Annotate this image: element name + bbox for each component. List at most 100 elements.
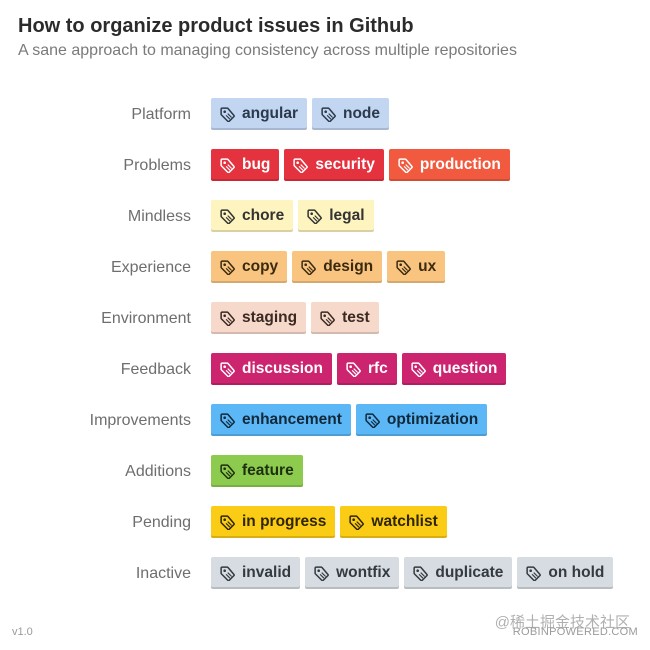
group-row-experience: Experience copy design ux <box>0 251 650 302</box>
group-row-environment: Environment staging test <box>0 302 650 353</box>
label-chore[interactable]: chore <box>211 200 294 232</box>
group-row-pending: Pending in progress watchlist <box>0 506 650 557</box>
tag-icon <box>220 157 235 173</box>
page-title: How to organize product issues in Github <box>18 15 414 37</box>
tag-icon <box>307 208 323 224</box>
label-text: angular <box>242 105 298 122</box>
tag-icon <box>301 259 317 275</box>
label-text: duplicate <box>435 564 504 581</box>
label-duplicate[interactable]: duplicate <box>404 557 513 589</box>
label-bug[interactable]: bug <box>211 149 280 181</box>
group-row-mindless: Mindless chore legal <box>0 200 650 251</box>
label-optimization[interactable]: optimization <box>355 404 488 436</box>
tag-icon <box>220 310 235 326</box>
label-text: wontfix <box>336 564 391 581</box>
group-row-platform: Platform angular node <box>0 98 650 149</box>
group-name: Improvements <box>89 412 191 429</box>
label-ux[interactable]: ux <box>387 251 446 283</box>
label-angular[interactable]: angular <box>211 98 307 130</box>
tag-icon <box>220 565 235 581</box>
label-staging[interactable]: staging <box>211 302 307 334</box>
label-feature[interactable]: feature <box>211 455 303 487</box>
tag-icon <box>413 565 429 581</box>
tag-icon <box>320 310 336 326</box>
label-text: optimization <box>386 411 479 428</box>
group-name: Experience <box>110 259 191 276</box>
label-text: ux <box>418 258 437 275</box>
tag-icon <box>526 565 542 581</box>
label-list: feature <box>211 455 303 487</box>
label-text: in progress <box>242 513 327 530</box>
group-name: Environment <box>101 310 191 327</box>
label-list: angular node <box>211 98 390 130</box>
version-text: v1.0 <box>12 626 33 638</box>
group-name: Problems <box>123 157 191 174</box>
watermark: @稀土掘金技术社区 <box>494 614 630 631</box>
tag-icon <box>396 259 412 275</box>
group-name: Additions <box>125 463 191 480</box>
label-watchlist[interactable]: watchlist <box>340 506 447 538</box>
label-list: invalid wontfix duplicate on hold <box>211 557 614 589</box>
label-wontfix[interactable]: wontfix <box>305 557 400 589</box>
tag-icon <box>220 463 235 479</box>
page-subtitle: A sane approach to managing consistency … <box>18 42 517 59</box>
tag-icon <box>411 361 426 377</box>
group-row-inactive: Inactive invalid wontfix duplicate on hold <box>0 557 650 608</box>
label-text: on hold <box>548 564 605 581</box>
label-in-progress[interactable]: in progress <box>211 506 336 538</box>
label-list: bug security production <box>211 149 510 181</box>
label-enhancement[interactable]: enhancement <box>211 404 351 436</box>
label-list: copy design ux <box>211 251 446 283</box>
label-text: watchlist <box>371 513 438 530</box>
label-legal[interactable]: legal <box>298 200 374 232</box>
label-test[interactable]: test <box>311 302 379 334</box>
group-name: Inactive <box>135 565 191 582</box>
group-row-improvements: Improvements enhancement optimization <box>0 404 650 455</box>
label-text: security <box>315 156 375 173</box>
tag-icon <box>365 412 380 428</box>
label-text: invalid <box>242 564 292 581</box>
tag-icon <box>220 208 235 224</box>
tag-icon <box>321 106 336 122</box>
label-production[interactable]: production <box>388 149 510 181</box>
tag-icon <box>346 361 361 377</box>
label-text: staging <box>242 309 298 326</box>
label-design[interactable]: design <box>292 251 383 283</box>
tag-icon <box>349 514 365 530</box>
tag-icon <box>220 106 235 122</box>
label-list: enhancement optimization <box>211 404 488 436</box>
tag-icon <box>398 157 413 173</box>
label-text: enhancement <box>242 411 342 428</box>
label-on-hold[interactable]: on hold <box>517 557 614 589</box>
label-discussion[interactable]: discussion <box>211 353 332 385</box>
group-name: Mindless <box>127 208 191 225</box>
group-name: Feedback <box>120 361 191 378</box>
tag-icon <box>220 361 235 377</box>
label-list: discussion rfc question <box>211 353 507 385</box>
label-text: feature <box>242 462 294 479</box>
group-row-feedback: Feedback discussion rfc question <box>0 353 650 404</box>
label-text: legal <box>329 207 365 224</box>
tag-icon <box>220 412 235 428</box>
group-name: Pending <box>132 514 191 531</box>
label-text: copy <box>242 258 279 275</box>
label-copy[interactable]: copy <box>211 251 288 283</box>
label-text: bug <box>242 156 271 173</box>
label-node[interactable]: node <box>311 98 390 130</box>
group-row-problems: Problems bug security production <box>0 149 650 200</box>
tag-icon <box>314 565 329 581</box>
group-name: Platform <box>131 106 191 123</box>
footer-credit: ROBINPOWERED.COM <box>512 626 638 638</box>
group-row-additions: Additions feature <box>0 455 650 506</box>
label-text: test <box>342 309 370 326</box>
label-question[interactable]: question <box>401 353 507 385</box>
label-rfc[interactable]: rfc <box>336 353 397 385</box>
label-text: rfc <box>367 360 388 377</box>
label-text: chore <box>242 207 285 224</box>
label-list: chore legal <box>211 200 374 232</box>
label-text: node <box>342 105 381 122</box>
label-invalid[interactable]: invalid <box>211 557 301 589</box>
label-security[interactable]: security <box>284 149 384 181</box>
label-list: in progress watchlist <box>211 506 447 538</box>
